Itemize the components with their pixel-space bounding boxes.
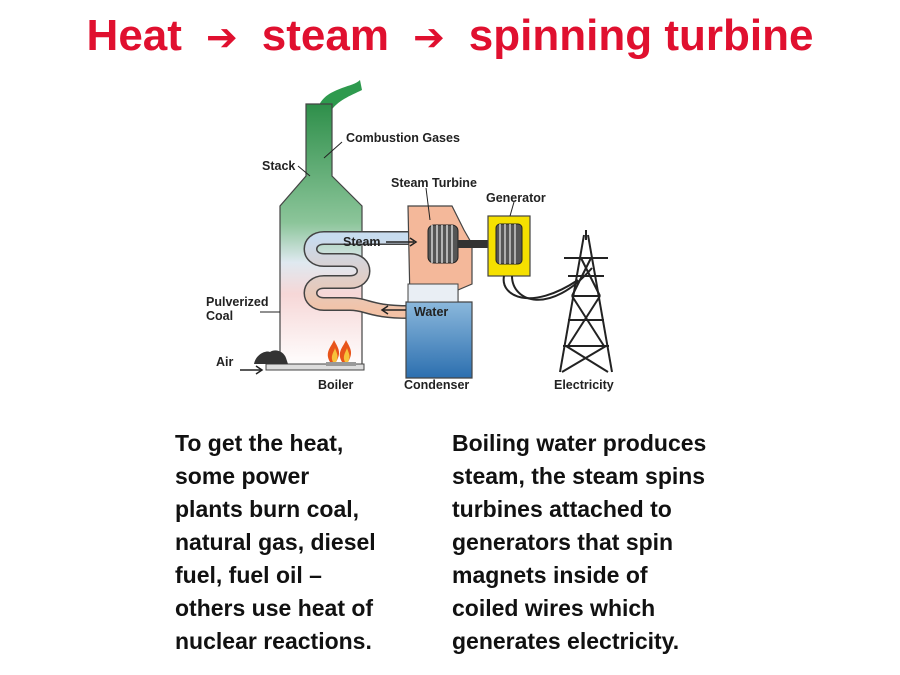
- right-arrow-icon: ➔: [205, 17, 238, 59]
- turbine-rotor: [427, 224, 459, 264]
- label-pulverized: Pulverized: [206, 295, 269, 309]
- label-steam-turbine: Steam Turbine: [391, 176, 477, 190]
- power-cable: [502, 275, 579, 300]
- label-condenser: Condenser: [404, 378, 469, 392]
- label-combustion-gases: Combustion Gases: [346, 131, 460, 145]
- shaft: [458, 240, 488, 248]
- label-steam: Steam: [343, 235, 381, 249]
- label-boiler: Boiler: [318, 378, 354, 392]
- label-generator: Generator: [486, 191, 546, 205]
- label-air: Air: [216, 355, 234, 369]
- flame-icon: [326, 340, 356, 366]
- label-stack: Stack: [262, 159, 295, 173]
- transmission-tower-icon: [559, 230, 613, 373]
- title-word-steam: steam: [261, 11, 389, 60]
- right-arrow-icon: ➔: [412, 17, 445, 59]
- power-plant-diagram: Combustion Gases Stack Steam Turbine Gen…: [206, 80, 614, 392]
- text-electricity-generation: Boiling water produces steam, the steam …: [452, 430, 707, 654]
- slide-title: Heat ➔ steam ➔ spinning turbine: [0, 10, 900, 64]
- fuel-feed-pipe: [265, 363, 365, 371]
- title-word-turbine: spinning turbine: [468, 11, 814, 60]
- label-electricity: Electricity: [554, 378, 614, 392]
- label-coal: Coal: [206, 309, 233, 323]
- label-water: Water: [414, 305, 448, 319]
- title-word-heat: Heat: [86, 11, 182, 60]
- text-heat-sources: To get the heat, some power plants burn …: [175, 430, 376, 654]
- coal-pile-icon: [254, 350, 288, 364]
